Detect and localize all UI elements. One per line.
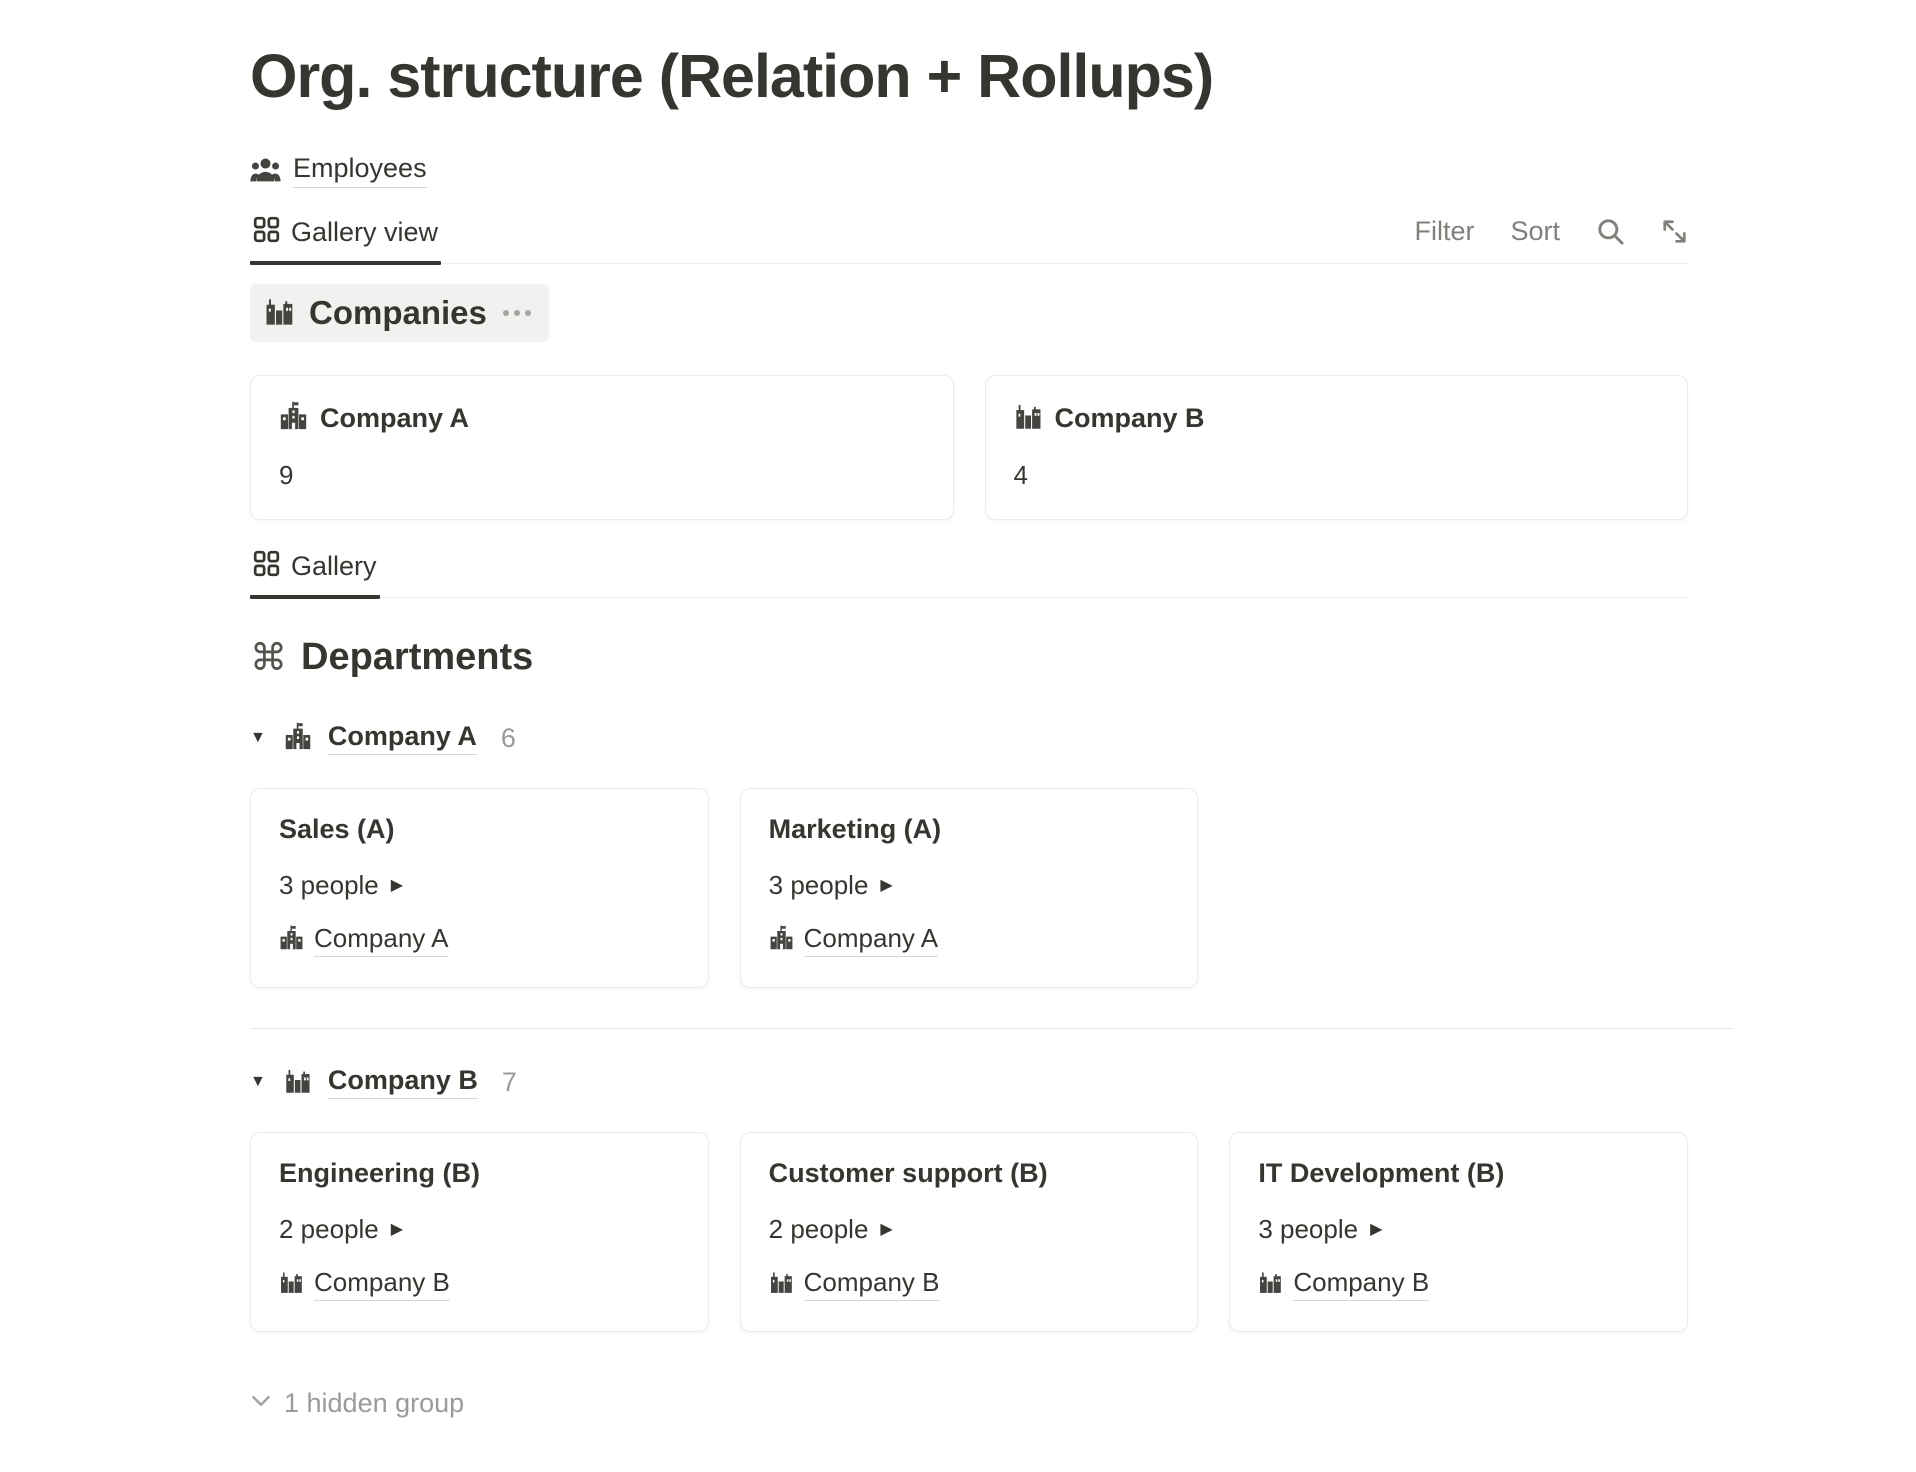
department-card-it-development[interactable]: IT Development (B) 3 people ▶ — [1229, 1132, 1688, 1333]
gallery-grid-icon — [253, 216, 280, 248]
company-relation-link[interactable]: Company B — [1293, 1267, 1430, 1302]
sort-button[interactable]: Sort — [1510, 216, 1560, 247]
card-title: Customer support (B) — [768, 1158, 1048, 1189]
department-card-sales[interactable]: Sales (A) 3 people ▶ — [250, 788, 709, 989]
group-name-link[interactable]: Company A — [327, 721, 477, 756]
company-relation-link[interactable]: Company A — [314, 923, 449, 958]
collapse-triangle-icon[interactable]: ▼ — [250, 729, 266, 747]
employees-link-row[interactable]: Employees — [250, 153, 1688, 189]
hidden-group-toggle[interactable]: 1 hidden group — [250, 1388, 1688, 1419]
tab-gallery-view-label: Gallery view — [291, 216, 439, 247]
command-icon: ⌘ — [250, 637, 287, 679]
company-b-card[interactable]: Company B 4 — [984, 375, 1688, 521]
departments-section-title: Departments — [301, 636, 534, 679]
rollup-value: 4 — [1013, 460, 1028, 491]
school-building-icon — [279, 925, 304, 955]
departments-toolbar: Gallery — [250, 550, 1688, 600]
city-buildings-icon — [1014, 401, 1043, 435]
department-card-customer-support[interactable]: Customer support (B) 2 people ▶ — [739, 1132, 1199, 1333]
school-building-icon — [279, 401, 308, 435]
companies-card-grid: Company A 9 — [250, 375, 1688, 521]
city-buildings-icon — [769, 1269, 794, 1299]
people-count: 3 people — [768, 870, 869, 901]
departments-grid-company-b: Engineering (B) 2 people ▶ — [250, 1132, 1688, 1333]
group-count: 7 — [501, 1066, 517, 1097]
people-group-icon — [250, 155, 281, 186]
city-buildings-icon — [264, 295, 295, 331]
group-name-link[interactable]: Company B — [327, 1065, 478, 1100]
card-title: Marketing (A) — [768, 814, 942, 845]
departments-section-header: ⌘ Departments — [250, 636, 1688, 679]
city-buildings-icon — [279, 1269, 304, 1299]
people-count: 3 people — [1258, 1214, 1359, 1245]
school-building-icon — [769, 925, 794, 955]
tab-gallery-label: Gallery — [291, 550, 377, 581]
card-title: Engineering (B) — [279, 1158, 480, 1189]
company-a-card[interactable]: Company A 9 — [250, 375, 954, 521]
rollup-value: 9 — [279, 460, 294, 491]
companies-section-header[interactable]: Companies — [250, 284, 549, 343]
search-icon[interactable] — [1596, 217, 1625, 246]
card-title: IT Development (B) — [1258, 1158, 1505, 1189]
city-buildings-icon — [284, 1066, 312, 1099]
view-toolbar: Gallery view Filter Sort — [250, 216, 1688, 266]
chevron-down-icon — [250, 1388, 272, 1419]
group-divider — [250, 1028, 1733, 1030]
group-row-company-b[interactable]: ▼ Company B 7 — [250, 1065, 1688, 1100]
collapse-triangle-icon[interactable]: ▼ — [250, 1073, 266, 1091]
expand-arrow-icon[interactable]: ▶ — [390, 1220, 404, 1238]
card-title: Company A — [320, 402, 470, 433]
gallery-grid-icon — [253, 550, 280, 582]
expand-icon[interactable] — [1661, 218, 1688, 245]
hidden-group-label: 1 hidden group — [284, 1388, 465, 1419]
card-title: Sales (A) — [279, 814, 395, 845]
expand-arrow-icon[interactable]: ▶ — [880, 876, 893, 894]
page-title: Org. structure (Relation + Rollups) — [250, 42, 1214, 110]
card-title: Company B — [1054, 402, 1205, 433]
school-building-icon — [284, 722, 312, 755]
expand-arrow-icon[interactable]: ▶ — [390, 876, 404, 894]
employees-link[interactable]: Employees — [293, 153, 427, 189]
group-count: 6 — [500, 722, 516, 753]
toolbar-controls: Filter Sort — [1414, 216, 1688, 263]
expand-arrow-icon[interactable]: ▶ — [1370, 1220, 1383, 1238]
group-row-company-a[interactable]: ▼ Company A 6 — [250, 721, 1688, 756]
companies-section-title: Companies — [309, 294, 487, 332]
city-buildings-icon — [1258, 1269, 1283, 1299]
filter-button[interactable]: Filter — [1414, 216, 1475, 247]
tab-gallery[interactable]: Gallery — [250, 550, 380, 600]
departments-grid-company-a: Sales (A) 3 people ▶ — [250, 788, 1688, 989]
more-options-icon[interactable] — [502, 310, 531, 317]
people-count: 2 people — [279, 1214, 379, 1245]
expand-arrow-icon[interactable]: ▶ — [880, 1220, 893, 1238]
company-relation-link[interactable]: Company B — [314, 1267, 450, 1302]
department-card-engineering[interactable]: Engineering (B) 2 people ▶ — [250, 1132, 709, 1333]
notion-page: Org. structure (Relation + Rollups) Empl… — [250, 42, 1733, 1419]
people-count: 2 people — [768, 1214, 869, 1245]
people-count: 3 people — [279, 870, 379, 901]
company-relation-link[interactable]: Company B — [803, 1267, 940, 1302]
company-relation-link[interactable]: Company A — [803, 923, 939, 958]
tab-gallery-view[interactable]: Gallery view — [250, 216, 442, 266]
department-card-marketing[interactable]: Marketing (A) 3 people ▶ — [739, 788, 1199, 989]
